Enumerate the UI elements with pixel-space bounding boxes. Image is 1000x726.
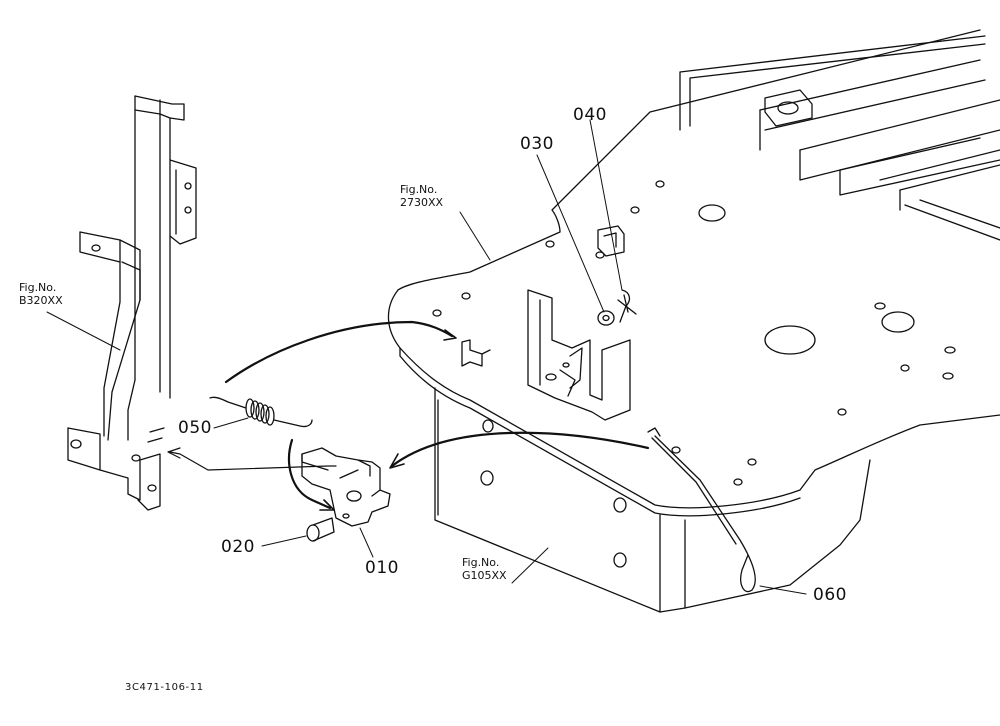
spring-050 <box>209 396 313 428</box>
leader-lines <box>46 119 807 595</box>
spring-anchor-tab <box>461 339 491 367</box>
figref-b320xx: Fig.No. B320XX <box>19 281 63 307</box>
figref-2730xx: Fig.No. 2730XX <box>400 183 444 209</box>
assembly-arrows <box>224 320 650 511</box>
callout-030: 030 <box>520 134 554 154</box>
callout-060: 060 <box>813 585 847 605</box>
wire-rod-060 <box>647 427 756 593</box>
callout-020: 020 <box>221 537 255 557</box>
callout-010: 010 <box>365 558 399 578</box>
left-frame <box>67 95 197 511</box>
latch-plate-010 <box>301 447 391 527</box>
floor-plate <box>387 29 1000 517</box>
callout-050: 050 <box>178 418 212 438</box>
lower-housing <box>434 387 871 613</box>
callout-040: 040 <box>573 105 607 125</box>
clip-holder <box>597 225 625 257</box>
frame-arrow <box>167 447 337 471</box>
document-number: 3C471-106-11 <box>125 682 204 693</box>
slotted-bracket <box>527 289 631 421</box>
pin-020 <box>306 517 335 542</box>
r-pin-040 <box>617 289 637 323</box>
washer-030 <box>597 310 615 326</box>
figref-g105xx: Fig.No. G105XX <box>462 556 507 582</box>
